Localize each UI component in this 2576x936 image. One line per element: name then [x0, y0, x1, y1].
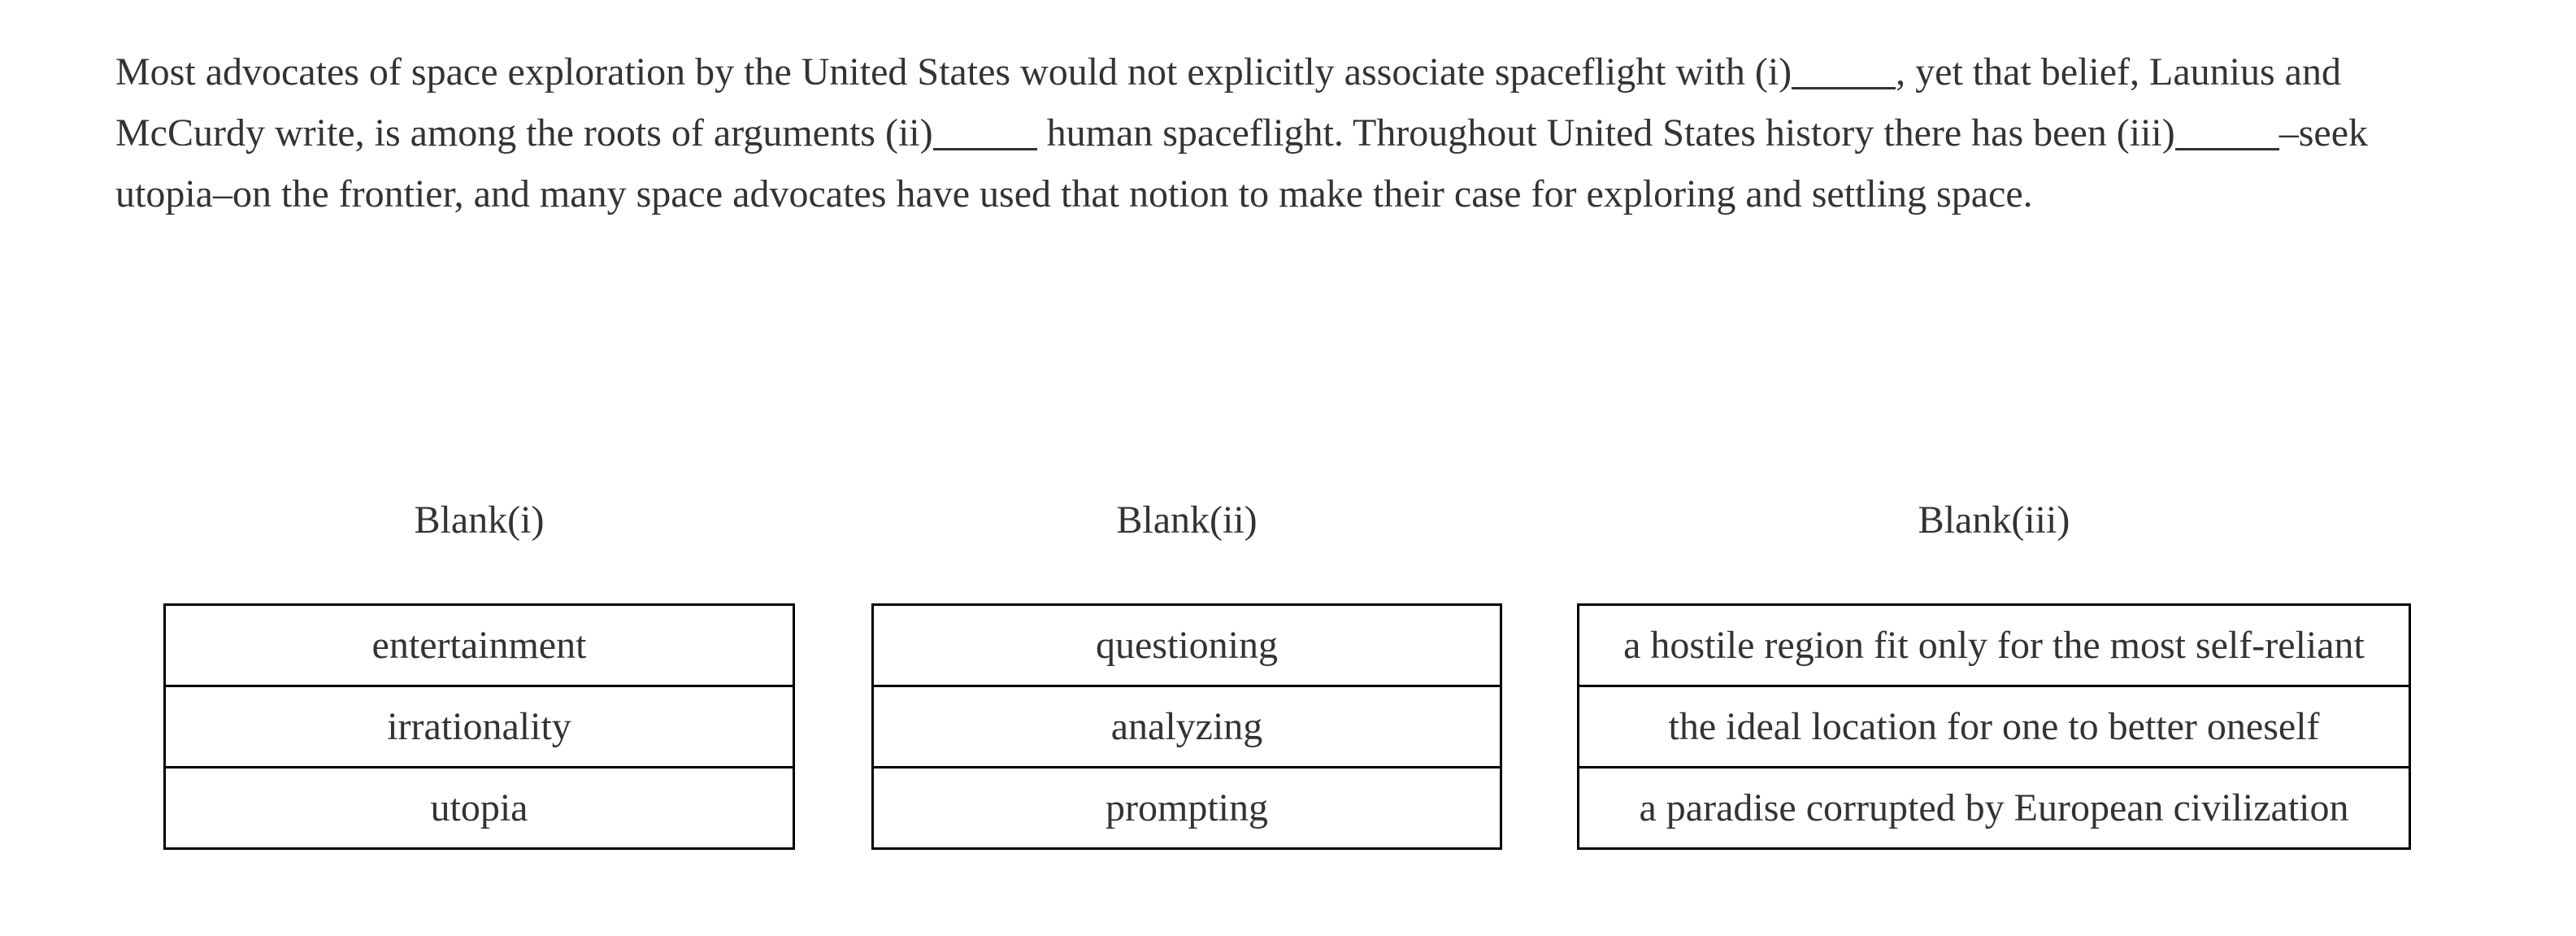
blank-iii-option-1[interactable]: a hostile region fit only for the most s… — [1577, 603, 2411, 687]
passage-text-1: Most advocates of space exploration by t… — [115, 50, 1792, 94]
blank-ii-option-2[interactable]: analyzing — [871, 685, 1502, 768]
passage-text-3: human spaceflight. Throughout United Sta… — [1036, 111, 2175, 155]
blank-iii-option-2[interactable]: the ideal location for one to better one… — [1577, 685, 2411, 768]
passage-text-4: –seek utopia–on the frontier, and many s… — [115, 111, 2369, 215]
blank-i-line — [1792, 85, 1896, 89]
blank-i-choices: entertainment irrationality utopia — [163, 603, 795, 850]
blank-iii-line — [2174, 146, 2279, 150]
blank-iii-heading: Blank(iii) — [1918, 498, 2070, 542]
blank-iii-choices: a hostile region fit only for the most s… — [1577, 603, 2411, 850]
blank-i-option-2[interactable]: irrationality — [163, 685, 795, 768]
blank-iii-option-3[interactable]: a paradise corrupted by European civiliz… — [1577, 766, 2411, 850]
blank-ii-option-3[interactable]: prompting — [871, 766, 1502, 850]
blank-ii-line — [932, 146, 1037, 150]
blank-i-option-3[interactable]: utopia — [163, 766, 795, 850]
blank-i-option-1[interactable]: entertainment — [163, 603, 795, 687]
blank-ii-choices: questioning analyzing prompting — [871, 603, 1502, 850]
question-passage: Most advocates of space exploration by t… — [115, 41, 2473, 224]
blank-ii-option-1[interactable]: questioning — [871, 603, 1502, 687]
passage-text-2: , yet that belief, Launius and McCurdy w… — [115, 50, 2341, 155]
blank-i-heading: Blank(i) — [414, 498, 545, 542]
blank-ii-heading: Blank(ii) — [1116, 498, 1258, 542]
